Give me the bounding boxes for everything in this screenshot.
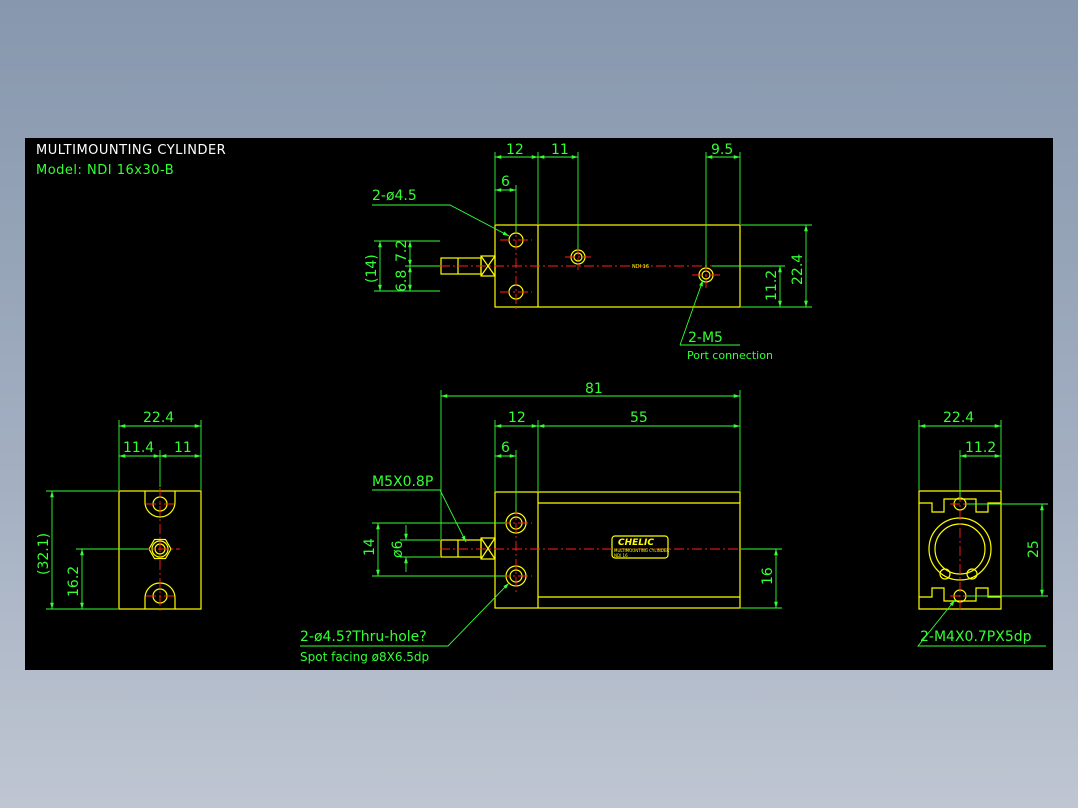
left-dim-32-1: (32.1): [36, 533, 52, 575]
right-end-view: 22.4 11.2 25 2-M4X0.7PX5dp: [917, 410, 1048, 647]
top-view-body-text: NDI 16: [632, 264, 649, 270]
top-dim-11: 11: [551, 142, 569, 158]
cad-drawing-sheet: MULTIMOUNTING CYLINDER Model: NDI 16x30-…: [25, 138, 1053, 670]
front-dim-dia6: ø6: [390, 540, 406, 558]
model-label: Model: NDI 16x30-B: [36, 163, 175, 178]
port-connection-note: Port connection: [687, 349, 773, 362]
top-dim-7-2: 7.2: [394, 240, 410, 262]
product-label-plate: [611, 535, 669, 559]
top-dim-9-5: 9.5: [711, 142, 733, 158]
right-callout-thread: 2-M4X0.7PX5dp: [920, 629, 1032, 645]
left-dim-11: 11: [174, 440, 192, 456]
left-dim-22-4: 22.4: [143, 410, 174, 426]
front-view: CHELIC MULTIMOUNTING CYLINDER NDI 16: [300, 381, 782, 664]
front-dim-16: 16: [760, 567, 776, 585]
right-dim-25: 25: [1026, 540, 1042, 558]
label-line-2: NDI 16: [614, 553, 628, 558]
front-dim-81: 81: [585, 381, 603, 397]
top-callout-port: 2-M5: [688, 330, 723, 346]
top-dim-6: 6: [501, 174, 510, 190]
top-view: NDI 16: [364, 142, 812, 362]
top-dim-14: (14): [364, 254, 380, 283]
drawing-title: MULTIMOUNTING CYLINDER: [36, 143, 227, 158]
top-callout-holes: 2-ø4.5: [372, 188, 417, 204]
label-line-1: MULTIMOUNTING CYLINDER: [614, 548, 669, 553]
top-dim-6-8: 6.8: [394, 270, 410, 292]
front-callout-holes: 2-ø4.5?Thru-hole?: [300, 629, 427, 645]
left-end-view: 22.4 11.4 11 (32.1) 16.2: [36, 410, 202, 612]
chelic-logo: CHELIC: [618, 538, 654, 548]
right-view-body: [918, 490, 1002, 610]
cad-canvas: NDI 16: [36, 142, 1048, 664]
right-dim-22-4: 22.4: [943, 410, 974, 426]
top-dim-22-4: 22.4: [790, 254, 806, 285]
left-dim-16-2: 16.2: [66, 566, 82, 597]
left-dim-11-4: 11.4: [123, 440, 154, 456]
spot-facing-note: Spot facing ø8X6.5dp: [300, 650, 429, 664]
right-dim-11-2: 11.2: [965, 440, 996, 456]
top-dim-11-2: 11.2: [764, 270, 780, 301]
top-dim-12: 12: [506, 142, 524, 158]
front-dim-14: 14: [362, 538, 378, 556]
front-dim-12: 12: [508, 410, 526, 426]
front-callout-thread: M5X0.8P: [372, 474, 433, 490]
front-dim-55: 55: [630, 410, 648, 426]
front-dim-6: 6: [501, 440, 510, 456]
